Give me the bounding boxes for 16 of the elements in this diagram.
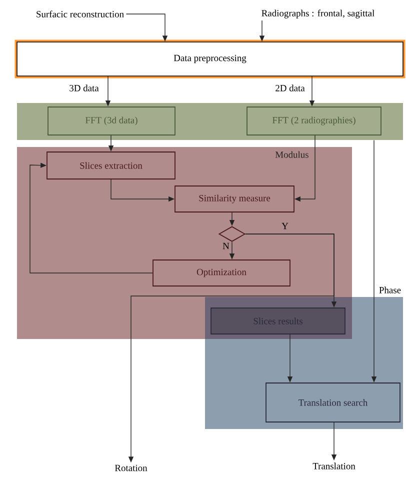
edge-label: 2D data xyxy=(274,84,306,92)
arrow xyxy=(30,162,153,274)
process-box: Optimization xyxy=(152,260,290,286)
process-box: Slices extraction xyxy=(46,152,176,180)
process-box: Similarity measure xyxy=(174,186,294,212)
edge-label: 3D data xyxy=(68,84,100,92)
edge-label: Phase xyxy=(378,286,402,294)
panel xyxy=(17,103,403,140)
text-label: Rotation xyxy=(114,464,148,472)
process-box: FFT (2 radiographies) xyxy=(246,106,382,136)
text-label: Translation xyxy=(312,462,356,470)
process-box: Data preprocessing xyxy=(14,40,406,78)
text-label: Surfacic reconstruction xyxy=(36,10,124,18)
process-box: FFT (3d data) xyxy=(48,106,176,136)
text-label: Radiographs : frontal, sagittal xyxy=(262,10,374,18)
process-box: Translation search xyxy=(266,382,400,422)
